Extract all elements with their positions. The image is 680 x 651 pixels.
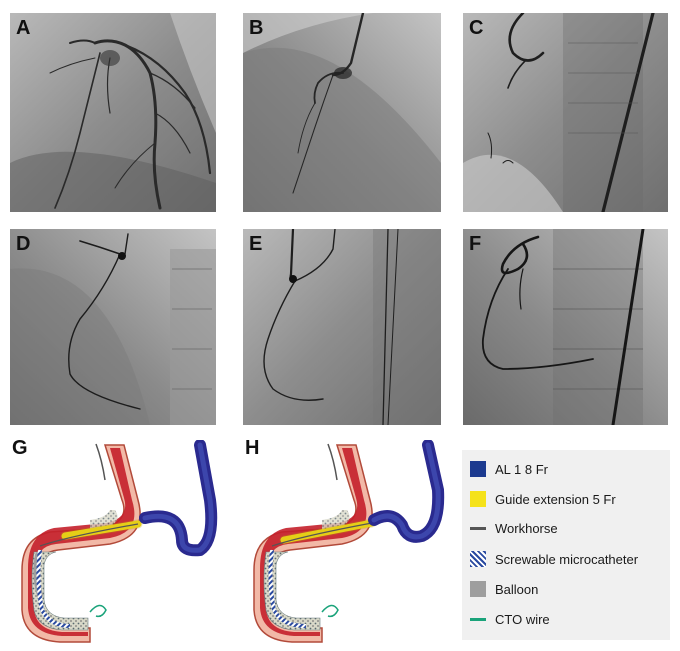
panel-label: B: [249, 17, 264, 39]
workhorse-line-swatch: [470, 526, 486, 530]
legend-label: Guide extension 5 Fr: [495, 491, 616, 507]
legend-label: CTO wire: [495, 611, 550, 627]
panel-label: F: [469, 233, 482, 255]
angiogram-panel-e: E: [243, 229, 441, 425]
legend: AL 1 8 Fr Guide extension 5 Fr Workhorse…: [462, 450, 670, 640]
microcatheter-hatched-swatch: [470, 551, 486, 567]
legend-item-guide-extension: Guide extension 5 Fr: [470, 488, 616, 510]
guide-extension-swatch: [470, 491, 486, 507]
legend-item-workhorse: Workhorse: [470, 517, 558, 539]
panel-label: E: [249, 233, 263, 255]
angiogram-image: [243, 229, 441, 425]
angiogram-image: [463, 13, 668, 212]
angiogram-image: [10, 13, 216, 212]
cto-wire-line-swatch: [470, 617, 486, 621]
schematic-diagram-g: [10, 439, 220, 645]
diagram-label: H: [245, 437, 260, 459]
schematic-diagram-h: [242, 439, 454, 645]
angiogram-panel-b: B: [243, 13, 441, 212]
angiogram-image: [243, 13, 441, 212]
vessel-schematic: [253, 439, 445, 643]
panel-label: C: [469, 17, 484, 39]
legend-item-balloon: Balloon: [470, 578, 538, 600]
legend-item-microcatheter: Screwable microcatheter: [470, 548, 638, 570]
legend-item-al-guide: AL 1 8 Fr: [470, 458, 548, 480]
balloon-swatch: [470, 581, 486, 597]
panel-label: A: [16, 17, 31, 39]
al-guide-swatch: [470, 461, 486, 477]
vessel-schematic: [21, 439, 218, 643]
diagram-label: G: [12, 437, 28, 459]
angiogram-panel-f: F: [463, 229, 668, 425]
panel-label: D: [16, 233, 31, 255]
angiogram-image: [463, 229, 668, 425]
legend-label: Screwable microcatheter: [495, 551, 639, 567]
angiogram-panel-d: D: [10, 229, 216, 425]
angiogram-image: [10, 229, 216, 425]
angiogram-panel-a: A: [10, 13, 216, 212]
angiogram-panel-c: C: [463, 13, 668, 212]
legend-label: Workhorse: [495, 520, 558, 536]
legend-label: Balloon: [495, 581, 539, 597]
legend-item-cto-wire: CTO wire: [470, 608, 550, 630]
legend-label: AL 1 8 Fr: [495, 461, 548, 477]
